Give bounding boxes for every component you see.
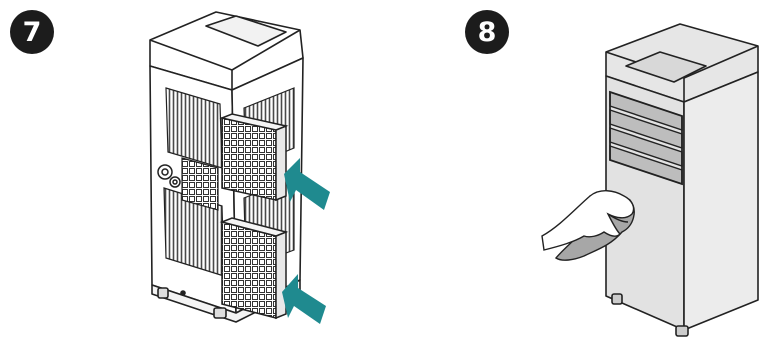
lower-filter-frame bbox=[222, 218, 286, 318]
upper-filter-frame bbox=[222, 114, 286, 200]
